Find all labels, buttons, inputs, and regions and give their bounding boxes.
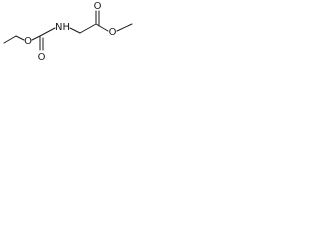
atom-labels: O O NH O O xyxy=(24,1,117,63)
atom-nh: NH xyxy=(55,22,70,33)
atom-o-carbamate-carbonyl: O xyxy=(38,52,46,63)
bond-carbamate-c-nh xyxy=(39,27,56,37)
bond-nh-ch2 xyxy=(69,27,81,34)
atom-o-ethoxy: O xyxy=(24,36,32,47)
bond-o-ch3 xyxy=(116,23,133,32)
bond-o-carbamate-c xyxy=(31,35,41,41)
atom-o-methoxy: O xyxy=(109,27,117,38)
molecule-structure: O O NH O O xyxy=(3,1,133,63)
bond-ester-c-o xyxy=(95,23,109,32)
atom-o-ester-carbonyl: O xyxy=(94,1,102,12)
bonds xyxy=(3,10,133,51)
bond-ch2-o xyxy=(15,35,25,41)
bond-ch2-ester-c xyxy=(79,23,97,34)
bond-ch3-ch2 xyxy=(3,35,17,44)
